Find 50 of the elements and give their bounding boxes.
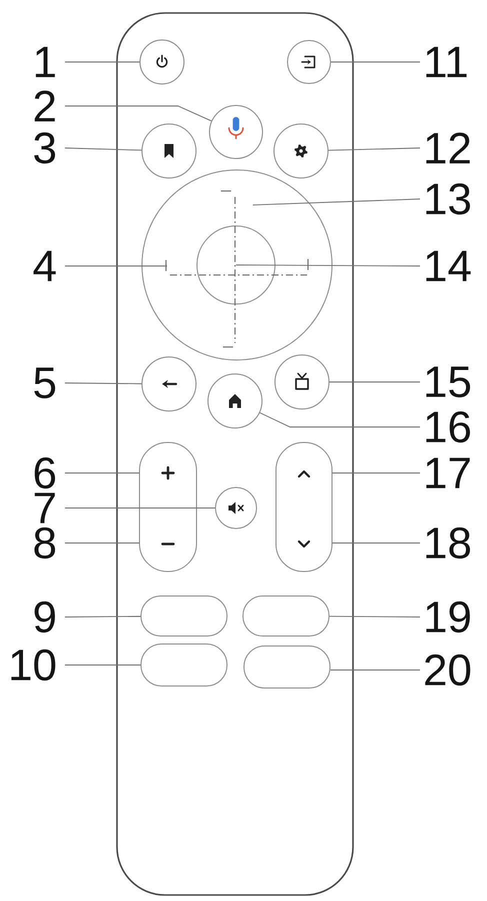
- callout-number: 20: [425, 654, 470, 686]
- callout-number: 11: [426, 46, 467, 78]
- leader-line: [332, 542, 420, 544]
- callout-number: 6: [34, 457, 56, 489]
- leader-line: [64, 148, 142, 151]
- callout-number: 13: [426, 183, 470, 215]
- app-button: [140, 596, 228, 636]
- callout-number: 2: [34, 90, 55, 122]
- callout-number: 5: [34, 368, 56, 398]
- leader-line: [64, 106, 212, 122]
- leader-line: [259, 412, 420, 428]
- leader-line: [64, 664, 141, 666]
- home-button: [208, 374, 262, 428]
- leader-line: [332, 472, 420, 474]
- input-button: [287, 40, 331, 84]
- callout-number: 14: [426, 250, 471, 282]
- callout-number: 9: [34, 601, 55, 633]
- microphone-button: [209, 105, 263, 159]
- app-button: [140, 644, 228, 686]
- tv-button: [274, 354, 330, 410]
- leader-line: [64, 382, 142, 384]
- leader-line: [236, 264, 420, 266]
- bookmark-button: [142, 124, 196, 178]
- mute-button: [215, 487, 257, 529]
- callout-number: 10: [11, 649, 56, 681]
- leader-line: [328, 148, 420, 151]
- callout-number: 1: [36, 46, 55, 78]
- callout-number: 3: [34, 132, 56, 164]
- callout-number: 4: [34, 250, 56, 282]
- leader-line: [252, 198, 420, 206]
- volume-rocker: [139, 442, 197, 572]
- channel-rocker: [276, 442, 332, 572]
- callout-number: 17: [426, 458, 470, 488]
- callout-number: 15: [426, 366, 470, 398]
- leader-line: [64, 472, 140, 474]
- leader-line: [329, 616, 420, 618]
- callout-number: 7: [34, 492, 55, 524]
- callout-number: 8: [34, 527, 56, 559]
- back-button: [142, 356, 196, 412]
- leader-line: [64, 542, 140, 544]
- settings-button: [274, 124, 328, 178]
- ok-button: [196, 226, 276, 304]
- callout-number: 19: [426, 601, 470, 633]
- callout-number: 16: [426, 411, 470, 443]
- power-button: [140, 40, 184, 84]
- callout-number: 18: [426, 527, 470, 559]
- app-button: [242, 596, 330, 636]
- leader-line: [64, 616, 141, 618]
- callout-number: 12: [426, 132, 470, 164]
- app-button: [244, 646, 330, 688]
